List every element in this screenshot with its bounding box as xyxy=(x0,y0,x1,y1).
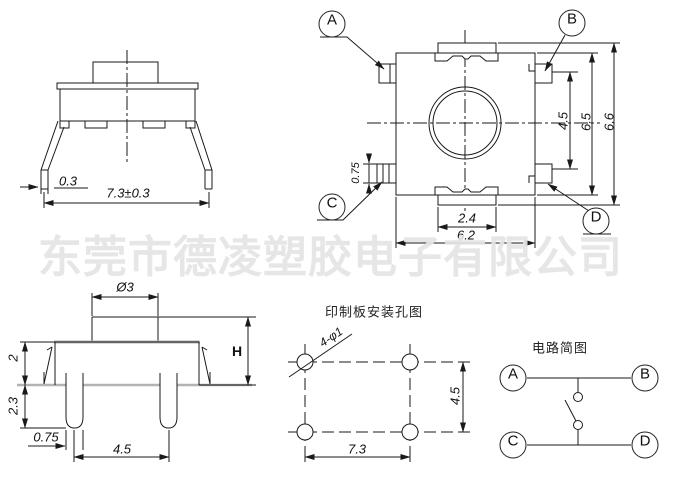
terminal-callout-c: C xyxy=(318,193,346,221)
circuit-view-title: 电路简图 xyxy=(531,340,589,356)
pcb-hole-drawing xyxy=(288,333,470,462)
circuit-terminal-a: A xyxy=(499,364,527,392)
top-body-height-dim: 6.5 xyxy=(578,112,594,132)
top-view-drawing xyxy=(317,30,620,248)
circuit-terminal-d: D xyxy=(631,431,659,459)
side-leg-length-dim: 2.3 xyxy=(5,396,21,416)
side-pin-width-dim: 0.75 xyxy=(33,429,59,445)
terminal-callout-d: D xyxy=(582,207,610,235)
side-view-drawing xyxy=(17,293,256,462)
pcb-pitch-x-dim: 7.3 xyxy=(347,441,367,457)
side-button-diameter-dim: Ø3 xyxy=(116,279,134,295)
top-contact-span-dim: 4.5 xyxy=(555,111,571,131)
top-terminal-width-dim: 0.75 xyxy=(350,162,362,184)
circuit-terminal-c: C xyxy=(499,431,527,459)
front-overall-width-dim: 7.3±0.3 xyxy=(106,185,150,201)
side-overall-height-dim: H xyxy=(231,343,243,359)
top-overall-height-dim: 6.6 xyxy=(601,112,617,132)
side-pin-pitch-dim: 4.5 xyxy=(112,441,132,457)
terminal-callout-a: A xyxy=(318,10,346,38)
top-tab-width-dim: 2.4 xyxy=(457,210,477,226)
front-lead-width-dim: 0.3 xyxy=(58,173,78,189)
front-view-drawing xyxy=(20,50,213,208)
pcb-pitch-y-dim: 4.5 xyxy=(447,386,463,406)
side-body-height-dim: 2 xyxy=(5,354,21,362)
top-body-width-dim: 6.2 xyxy=(456,227,476,243)
pcb-view-title: 印制板安装孔图 xyxy=(324,304,424,320)
circuit-schematic-drawing xyxy=(527,377,631,446)
terminal-callout-b: B xyxy=(558,9,586,37)
circuit-terminal-b: B xyxy=(631,364,659,392)
